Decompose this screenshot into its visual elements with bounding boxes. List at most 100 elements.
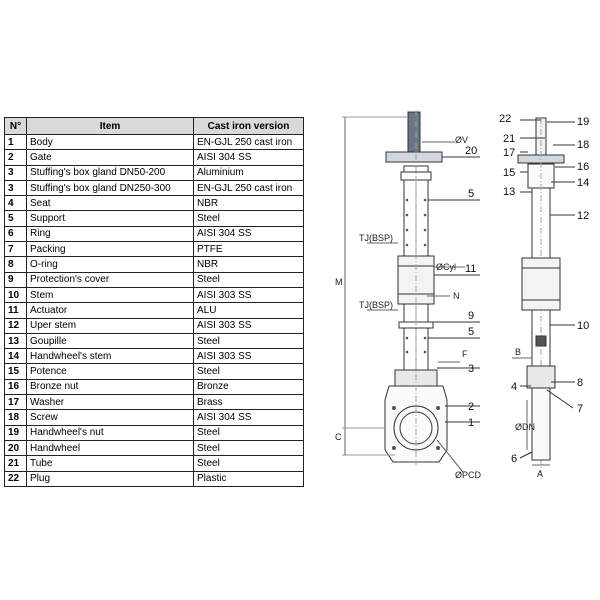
part-name: Stuffing's box gland DN250-300 xyxy=(26,179,194,197)
callout-4: 4 xyxy=(511,381,517,393)
part-name: Handwheel's stem xyxy=(26,348,194,365)
part-name: Screw xyxy=(26,409,194,426)
part-number: 22 xyxy=(4,470,27,487)
dim-tj-upper: TJ(BSP) xyxy=(359,233,393,243)
handwheel-stem-shape xyxy=(407,111,421,155)
callout-5b: 5 xyxy=(468,326,474,338)
part-material: EN-GJL 250 cast iron xyxy=(193,133,304,151)
valve-drawing: ØV TJ(BSP) ØCyl N TJ(BSP) F M C ØPCD 20 … xyxy=(335,110,589,480)
part-name: O-ring xyxy=(26,256,194,273)
dim-dn: ØDN xyxy=(515,422,535,432)
part-number: 12 xyxy=(4,317,27,334)
side-body-shape xyxy=(531,387,551,461)
dim-pcd: ØPCD xyxy=(455,470,482,480)
dim-a: A xyxy=(537,469,543,479)
callout-2: 2 xyxy=(468,401,474,413)
part-material: Brass xyxy=(193,394,304,411)
part-material: Steel xyxy=(193,271,304,288)
side-view xyxy=(512,117,575,480)
part-number: 1 xyxy=(4,133,27,151)
callout-20: 20 xyxy=(465,145,477,157)
part-number: 18 xyxy=(4,409,27,426)
part-name: Body xyxy=(26,133,194,151)
callout-22: 22 xyxy=(499,113,511,125)
callout-5a: 5 xyxy=(468,188,474,200)
dim-f: F xyxy=(462,349,468,359)
part-number: 2 xyxy=(4,149,27,166)
side-gland-shape xyxy=(526,365,556,389)
header-number: N° xyxy=(4,117,27,135)
part-number: 7 xyxy=(4,241,27,258)
part-name: Tube xyxy=(26,455,194,472)
part-name: Potence xyxy=(26,363,194,380)
part-material: AISI 303 SS xyxy=(193,348,304,365)
part-name: Support xyxy=(26,210,194,227)
part-name: Stuffing's box gland DN50-200 xyxy=(26,164,194,181)
part-material: NBR xyxy=(193,195,304,212)
callout-21: 21 xyxy=(503,133,515,145)
table-header-row: N° Item Cast iron version xyxy=(4,117,304,135)
handwheel-shape xyxy=(385,151,443,163)
side-actuator-shape xyxy=(521,257,561,311)
part-material: Steel xyxy=(193,332,304,350)
header-item: Item xyxy=(26,117,194,135)
part-material: AISI 304 SS xyxy=(193,409,304,426)
part-material: Aluminium xyxy=(193,164,304,181)
callout-16: 16 xyxy=(577,161,589,173)
bore-outer xyxy=(393,405,439,451)
dim-n: N xyxy=(453,291,460,301)
dim-b: B xyxy=(515,347,521,357)
part-material: Steel xyxy=(193,363,304,380)
part-material: Steel xyxy=(193,439,304,457)
part-material: ALU xyxy=(193,302,304,319)
part-name: Stem xyxy=(26,286,194,304)
callout-7: 7 xyxy=(577,403,583,415)
part-number: 21 xyxy=(4,455,27,472)
callout-6: 6 xyxy=(511,453,517,465)
callout-14: 14 xyxy=(577,177,589,189)
callout-15: 15 xyxy=(503,167,515,179)
part-name: Goupille xyxy=(26,332,194,350)
callout-12: 12 xyxy=(577,210,589,222)
part-number: 13 xyxy=(4,332,27,350)
part-number: 15 xyxy=(4,363,27,380)
part-number: 19 xyxy=(4,424,27,441)
callout-8: 8 xyxy=(577,377,583,389)
part-material: AISI 303 SS xyxy=(193,317,304,334)
part-material: Steel xyxy=(193,455,304,472)
part-name: Bronze nut xyxy=(26,378,194,396)
callout-13: 13 xyxy=(503,186,515,198)
part-name: Uper stem xyxy=(26,317,194,334)
part-number: 20 xyxy=(4,439,27,457)
part-material: AISI 304 SS xyxy=(193,225,304,243)
dim-v: ØV xyxy=(455,135,468,145)
part-material: AISI 304 SS xyxy=(193,149,304,166)
dim-cyl: ØCyl xyxy=(436,262,456,272)
callout-3: 3 xyxy=(468,363,474,375)
dim-c: C xyxy=(335,432,342,442)
part-number: 17 xyxy=(4,394,27,411)
part-name: Plug xyxy=(26,470,194,487)
part-name: Seat xyxy=(26,195,194,212)
dim-m: M xyxy=(335,277,343,287)
